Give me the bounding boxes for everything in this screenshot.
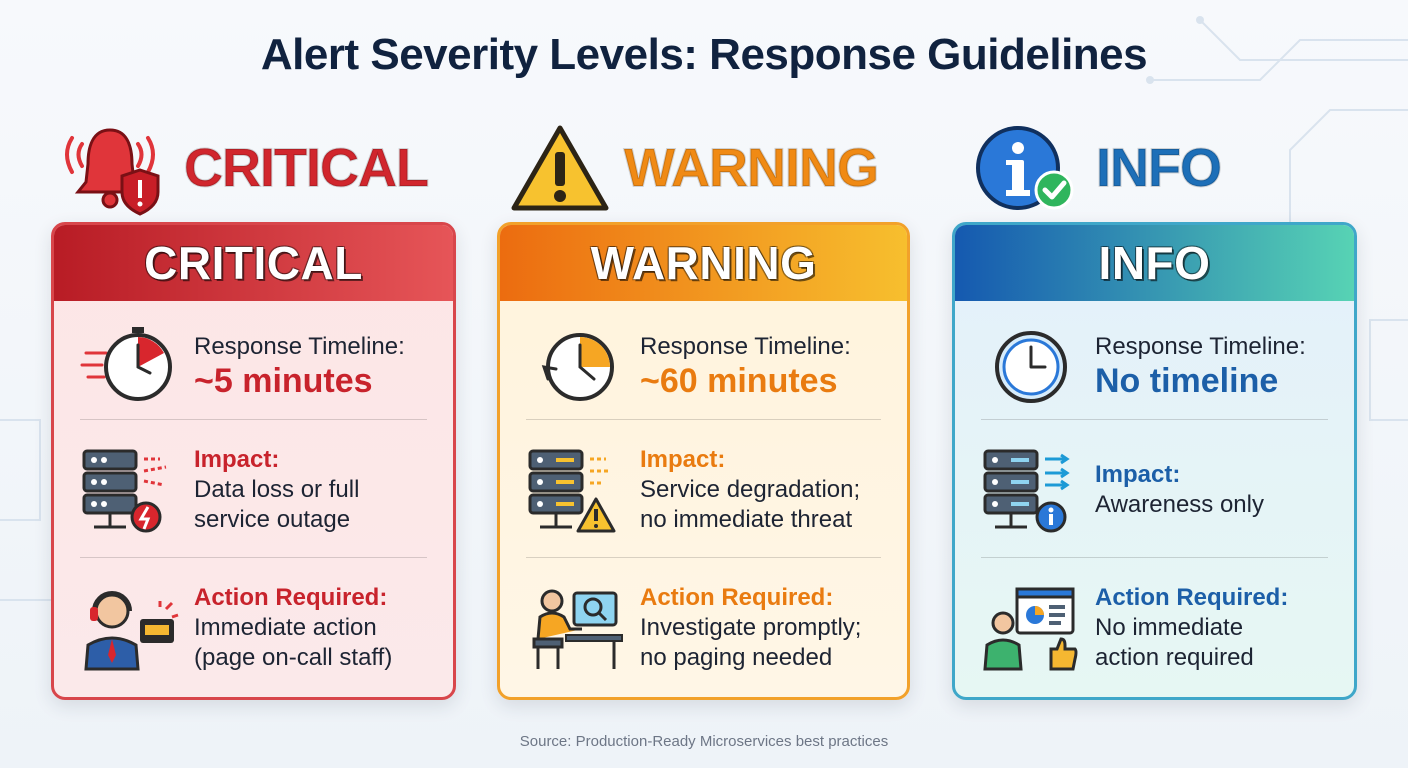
warning-action-label: Action Required:	[640, 584, 834, 611]
critical-action-text-2: (page on-call staff)	[194, 644, 393, 671]
warning-triangle-icon	[511, 125, 609, 211]
info-action-text-2: action required	[1095, 644, 1254, 671]
clock-refresh-icon	[541, 333, 614, 401]
info-timeline-label: Response Timeline:	[1095, 333, 1306, 360]
divider	[80, 557, 427, 558]
info-impact-row: Impact: Awareness only	[981, 445, 1328, 535]
critical-heading: CRITICAL	[183, 137, 430, 199]
warning-impact-label: Impact:	[640, 446, 726, 473]
critical-card-title: CRITICAL	[54, 225, 453, 301]
critical-impact-row: Impact: Data loss or full service outage	[80, 445, 427, 535]
warning-impact-row: Impact: Service degradation; no immediat…	[526, 445, 881, 535]
warning-action-text-2: no paging needed	[640, 644, 833, 671]
info-action-row: Action Required: No immediate action req…	[981, 583, 1328, 673]
server-info-icon	[983, 449, 1070, 533]
divider	[981, 557, 1328, 558]
stopwatch-fast-icon	[80, 327, 172, 401]
critical-action-row: Action Required: Immediate action (page …	[80, 583, 427, 673]
warning-impact-text-2: no immediate threat	[640, 506, 853, 533]
info-action-label: Action Required:	[1095, 584, 1289, 611]
critical-action-text-1: Immediate action	[194, 614, 377, 641]
dashboard-thumbs-up-icon	[983, 587, 1078, 671]
investigating-desk-icon	[532, 589, 623, 669]
warning-card-title: WARNING	[500, 225, 907, 301]
critical-impact-text-2: service outage	[194, 506, 351, 533]
info-action-text-1: No immediate	[1095, 614, 1244, 641]
critical-impact-label: Impact:	[194, 446, 280, 473]
info-timeline-value: No timeline	[1095, 362, 1279, 400]
source-caption: Source: Production-Ready Microservices b…	[519, 733, 889, 750]
info-card: INFO Response Timeline: No timeline	[952, 222, 1357, 700]
server-warning-icon	[528, 449, 616, 533]
clock-icon	[995, 331, 1067, 403]
critical-timeline-value: ~5 minutes	[194, 362, 373, 400]
warning-timeline-row: Response Timeline: ~60 minutes	[526, 321, 881, 411]
info-impact-label: Impact:	[1095, 461, 1181, 488]
warning-timeline-value: ~60 minutes	[640, 362, 838, 400]
info-timeline-row: Response Timeline: No timeline	[981, 321, 1328, 411]
warning-card: WARNING Response Timeline: ~60 minutes	[497, 222, 910, 700]
server-outage-icon	[82, 449, 167, 533]
warning-timeline-label: Response Timeline:	[640, 333, 851, 360]
info-header: INFO	[972, 118, 1223, 218]
critical-timeline-row: Response Timeline: ~5 minutes	[80, 321, 427, 411]
warning-action-row: Action Required: Investigate promptly; n…	[526, 583, 881, 673]
critical-timeline-label: Response Timeline:	[194, 333, 405, 360]
page-title: Alert Severity Levels: Response Guidelin…	[260, 30, 1148, 79]
on-call-agent-icon	[84, 591, 179, 671]
critical-action-label: Action Required:	[194, 584, 388, 611]
critical-header: CRITICAL	[58, 118, 430, 218]
divider	[526, 557, 881, 558]
critical-impact-text-1: Data loss or full	[194, 476, 360, 503]
info-heading: INFO	[1095, 137, 1223, 199]
warning-impact-text-1: Service degradation;	[640, 476, 861, 503]
divider	[80, 419, 427, 420]
divider	[526, 419, 881, 420]
warning-heading: WARNING	[623, 137, 880, 199]
info-card-title: INFO	[955, 225, 1354, 301]
bell-alarm-icon	[65, 128, 160, 216]
warning-header: WARNING	[510, 118, 880, 218]
info-circle-icon	[976, 126, 1074, 210]
divider	[981, 419, 1328, 420]
warning-action-text-1: Investigate promptly;	[640, 614, 862, 641]
critical-card: CRITICAL Response Timeline: ~5 minutes	[51, 222, 456, 700]
info-impact-text-1: Awareness only	[1095, 491, 1264, 518]
